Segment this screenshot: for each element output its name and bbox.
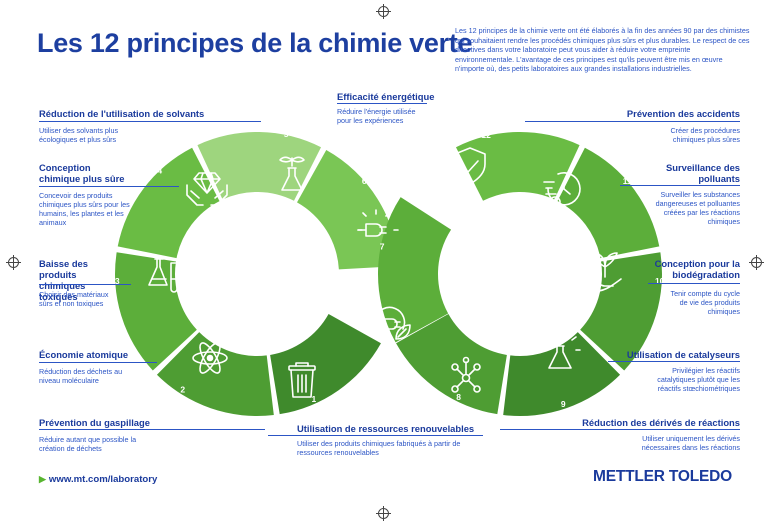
principle-9-desc: Privilégier les réactifs catalytiques pl… [657, 366, 740, 393]
principle-4-title: Conception chimique plus sûre [39, 162, 125, 184]
segment-number-7: 7 [380, 242, 385, 252]
arrow-right-icon: ▶ [39, 474, 46, 484]
segment-11 [557, 147, 660, 259]
principle-8-title: Réduction des dérivés de réactions [582, 417, 740, 428]
principle-4-desc: Concevoir des produits chimiques plus sû… [39, 191, 130, 227]
divider [500, 429, 740, 430]
segment-number-8: 8 [456, 392, 461, 402]
atom-icon [192, 342, 228, 374]
segment-number-12: 12 [481, 130, 491, 140]
segment-number-1: 1 [312, 394, 317, 404]
segment-1 [270, 314, 381, 415]
principle-2-desc: Réduction des déchets au niveau molécula… [39, 367, 123, 385]
divider [39, 362, 157, 363]
plug-leaf-icon [373, 306, 411, 340]
segment-number-10: 10 [655, 276, 665, 286]
principle-1-title: Prévention du gaspillage [39, 417, 150, 428]
plug-light-icon [357, 209, 399, 237]
segment-number-9: 9 [561, 399, 566, 409]
segment-number-4: 4 [157, 165, 162, 175]
registration-mark-icon [376, 506, 391, 521]
segment-6 [297, 150, 399, 270]
principle-6-desc: Réduire l'énergie utilisée pour les expé… [337, 107, 416, 125]
principle-12-title: Prévention des accidents [626, 108, 740, 119]
segment-8 [396, 314, 507, 415]
registration-mark-icon [376, 4, 391, 19]
divider [608, 361, 740, 362]
divider [39, 284, 131, 285]
principle-5-desc: Utiliser des solvants plus écologiques e… [39, 126, 119, 144]
page-title: Les 12 principes de la chimie verte [37, 28, 473, 58]
segment-7 [378, 197, 452, 343]
segment-number-11: 11 [623, 176, 632, 186]
segment-10 [580, 252, 662, 371]
molecule-icon [451, 356, 481, 393]
segment-4 [117, 147, 220, 259]
divider [648, 283, 740, 284]
divider [525, 121, 740, 122]
divider [620, 185, 740, 186]
principle-3-title: Baisse des produits chimiques toxiques [39, 258, 88, 302]
intro-text: Les 12 principes de la chimie verte ont … [455, 26, 750, 74]
segment-number-3: 3 [115, 276, 120, 286]
principle-11-title: Surveillance des polluants [666, 162, 740, 184]
segment-2 [156, 332, 274, 416]
diamond-hands-icon [186, 172, 228, 206]
principle-9-title: Utilisation de catalyseurs [626, 349, 740, 360]
segment-number-6: 6 [362, 176, 367, 186]
principle-6-title: Efficacité énergétique [337, 91, 435, 102]
principle-3-desc: Choisir des matériaux sûrs et non toxiqu… [39, 290, 109, 308]
catalyst-icon [539, 331, 581, 369]
hand-plant-icon [586, 252, 622, 292]
principle-12-desc: Créer des procédures chimiques plus sûre… [670, 126, 740, 144]
principle-10-title: Conception pour la biodégradation [654, 258, 740, 280]
divider [39, 429, 265, 430]
principle-7-desc: Utiliser des produits chimiques fabriqué… [297, 439, 461, 457]
principle-11-desc: Surveiller les substances dangereuses et… [655, 190, 740, 226]
shield-check-icon [454, 147, 486, 185]
brand-logo: METTLER TOLEDO [593, 468, 732, 485]
principle-8-desc: Utiliser uniquement les dérivés nécessai… [641, 434, 740, 452]
segment-3 [115, 252, 197, 371]
divider [268, 435, 483, 436]
plant-flask-icon [279, 156, 305, 191]
divider [39, 121, 261, 122]
registration-mark-icon [6, 255, 21, 270]
principle-1-desc: Réduire autant que possible la création … [39, 435, 137, 453]
flask-icon [148, 258, 178, 293]
trash-icon [288, 362, 316, 398]
divider [337, 103, 427, 104]
registration-mark-icon [749, 255, 764, 270]
timer-icon [543, 172, 581, 208]
divider [39, 186, 179, 187]
segment-number-5: 5 [284, 129, 289, 139]
principle-7-title: Utilisation de ressources renouvelables [297, 423, 475, 434]
website-link[interactable]: ▶www.mt.com/laboratory [39, 474, 158, 485]
principle-10-desc: Tenir compte du cycle de vie des produit… [670, 289, 740, 316]
segment-number-2: 2 [180, 385, 185, 395]
segment-5 [197, 132, 322, 201]
segment-12 [455, 132, 580, 201]
principle-2-title: Économie atomique [39, 349, 129, 360]
principle-5-title: Réduction de l'utilisation de solvants [39, 108, 205, 119]
segment-9 [503, 332, 621, 416]
